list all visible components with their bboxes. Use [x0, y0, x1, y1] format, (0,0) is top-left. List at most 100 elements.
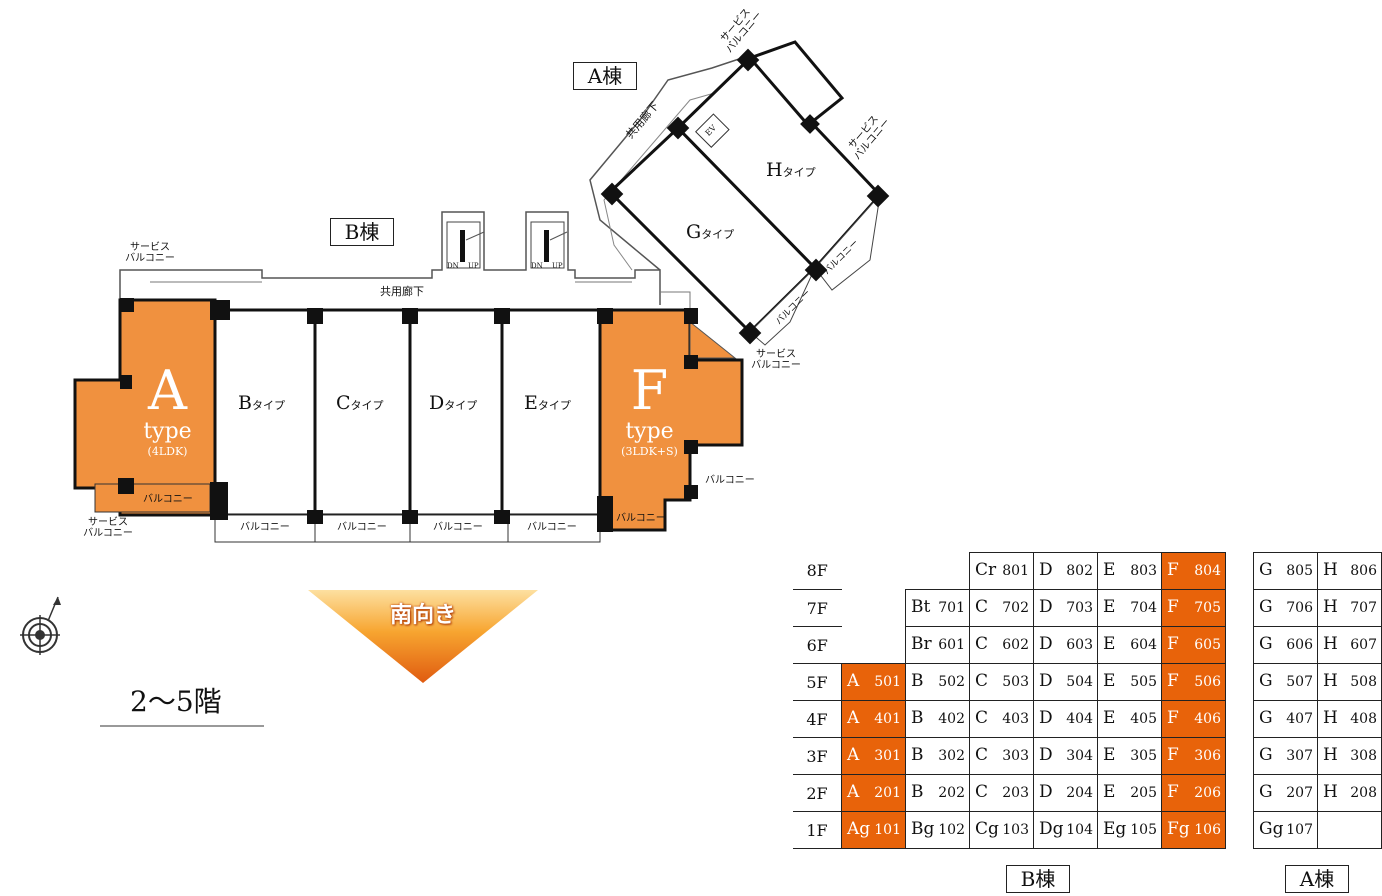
unit-type: Fg — [1167, 819, 1190, 839]
unit-a-area — [73, 298, 217, 517]
unit-number: 101 — [874, 822, 901, 838]
unit-type: H — [1323, 671, 1338, 691]
unit-number: 208 — [1350, 785, 1377, 801]
unit-number: 203 — [1002, 785, 1029, 801]
unit-number: 403 — [1002, 711, 1029, 727]
unit-type: H — [1323, 782, 1338, 802]
unit-number: 804 — [1194, 563, 1221, 579]
b-building-plan — [73, 211, 744, 543]
unit-type: E — [1103, 597, 1116, 617]
unit-e-area — [500, 308, 602, 517]
unit-number: 606 — [1286, 637, 1313, 653]
unit-cell: D 404 — [1033, 700, 1098, 738]
unit-number: 501 — [874, 674, 901, 690]
floor-cell: 6F — [793, 626, 842, 664]
unit-cell: F 506 — [1161, 663, 1226, 701]
empty-cell — [1317, 811, 1382, 849]
unit-type: C — [975, 745, 989, 765]
unit-number: 806 — [1350, 563, 1377, 579]
unit-number: 805 — [1286, 563, 1313, 579]
unit-type: Gg — [1259, 819, 1284, 839]
unit-number: 502 — [938, 674, 965, 690]
unit-type: A — [847, 671, 860, 691]
unit-number: 305 — [1130, 748, 1157, 764]
unit-type: D — [1039, 708, 1053, 728]
unit-number: 602 — [1002, 637, 1029, 653]
unit-cell: G 805 — [1253, 552, 1318, 590]
unit-type: G — [1259, 745, 1273, 765]
unit-type: G — [1259, 560, 1273, 580]
unit-type: B — [911, 745, 924, 765]
unit-number: 702 — [1002, 600, 1029, 616]
unit-number: 508 — [1350, 674, 1377, 690]
unit-type: F — [1167, 560, 1179, 580]
unit-number: 205 — [1130, 785, 1157, 801]
unit-number: 404 — [1066, 711, 1093, 727]
unit-number: 103 — [1002, 822, 1029, 838]
unit-number: 408 — [1350, 711, 1377, 727]
unit-number: 506 — [1194, 674, 1221, 690]
unit-number: 601 — [938, 637, 965, 653]
unit-type: H — [1323, 634, 1338, 654]
unit-type: A — [847, 745, 860, 765]
unit-f-area — [598, 308, 744, 532]
unit-number: 204 — [1066, 785, 1093, 801]
unit-a-balcony — [94, 483, 211, 513]
elevator — [695, 113, 730, 148]
unit-type: B — [911, 708, 924, 728]
unit-cell: H 508 — [1317, 663, 1382, 701]
unit-type: Bt — [911, 597, 931, 617]
unit-number: 701 — [938, 600, 965, 616]
unit-type: G — [1259, 708, 1273, 728]
unit-cell: A 501 — [841, 663, 906, 701]
unit-number: 307 — [1286, 748, 1313, 764]
unit-number: 406 — [1194, 711, 1221, 727]
unit-c-area — [313, 308, 412, 517]
floor-cell: 3F — [793, 737, 842, 775]
unit-number: 202 — [938, 785, 965, 801]
unit-type: E — [1103, 745, 1116, 765]
floor-cell: 1F — [793, 811, 842, 849]
unit-type: F — [1167, 671, 1179, 691]
a-building-plan — [589, 40, 890, 346]
unit-type: G — [1259, 597, 1273, 617]
unit-number: 302 — [938, 748, 965, 764]
unit-number: 505 — [1130, 674, 1157, 690]
floor-cell: 5F — [793, 663, 842, 701]
